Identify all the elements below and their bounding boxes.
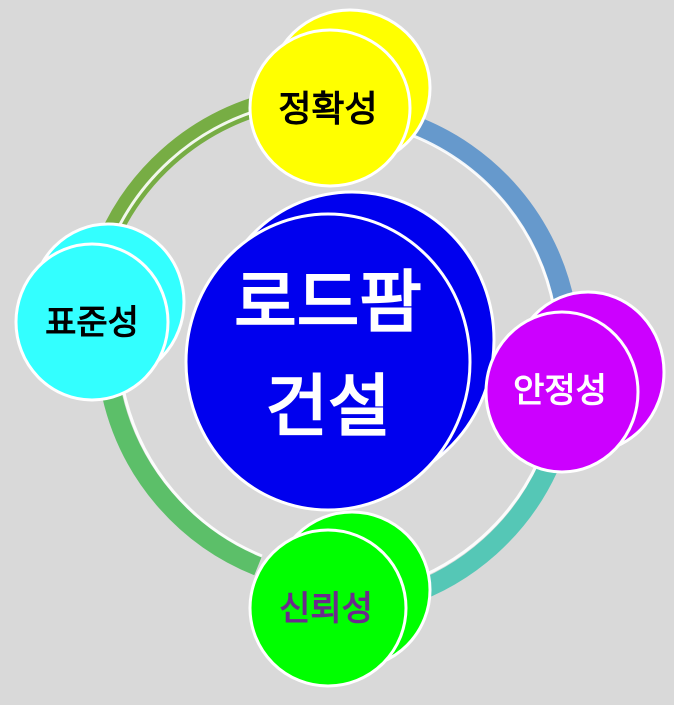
node-top-front: [248, 28, 412, 188]
node-top-label: 정확성: [278, 89, 377, 130]
node-left: 표준성: [14, 222, 186, 402]
ring-arc-bottom-left: [102, 392, 262, 576]
center-node: 로드팜 건설: [184, 190, 496, 512]
node-right-label: 안정성: [513, 371, 607, 411]
center-disc-front: [184, 212, 472, 512]
ring-arc-bottom-left-highlight: [122, 392, 263, 558]
center-title-line1: 로드팜: [234, 264, 422, 343]
node-bottom-label: 신뢰성: [279, 589, 373, 629]
node-right: 안정성: [484, 290, 666, 474]
center-title-line2: 건설: [265, 368, 390, 447]
node-left-label: 표준성: [45, 303, 139, 343]
ring-arc-top-left: [98, 97, 259, 245]
node-top: 정확성: [248, 8, 432, 188]
ring: [98, 97, 575, 606]
node-right-front: [484, 310, 640, 474]
ring-arc-top-left-highlight: [110, 109, 257, 242]
ring-arc-top-right: [408, 115, 575, 307]
node-bottom: 신뢰성: [248, 510, 432, 688]
node-left-front: [14, 242, 170, 402]
node-bottom-front: [248, 528, 408, 688]
ring-arc-top-right-highlight: [405, 131, 556, 309]
